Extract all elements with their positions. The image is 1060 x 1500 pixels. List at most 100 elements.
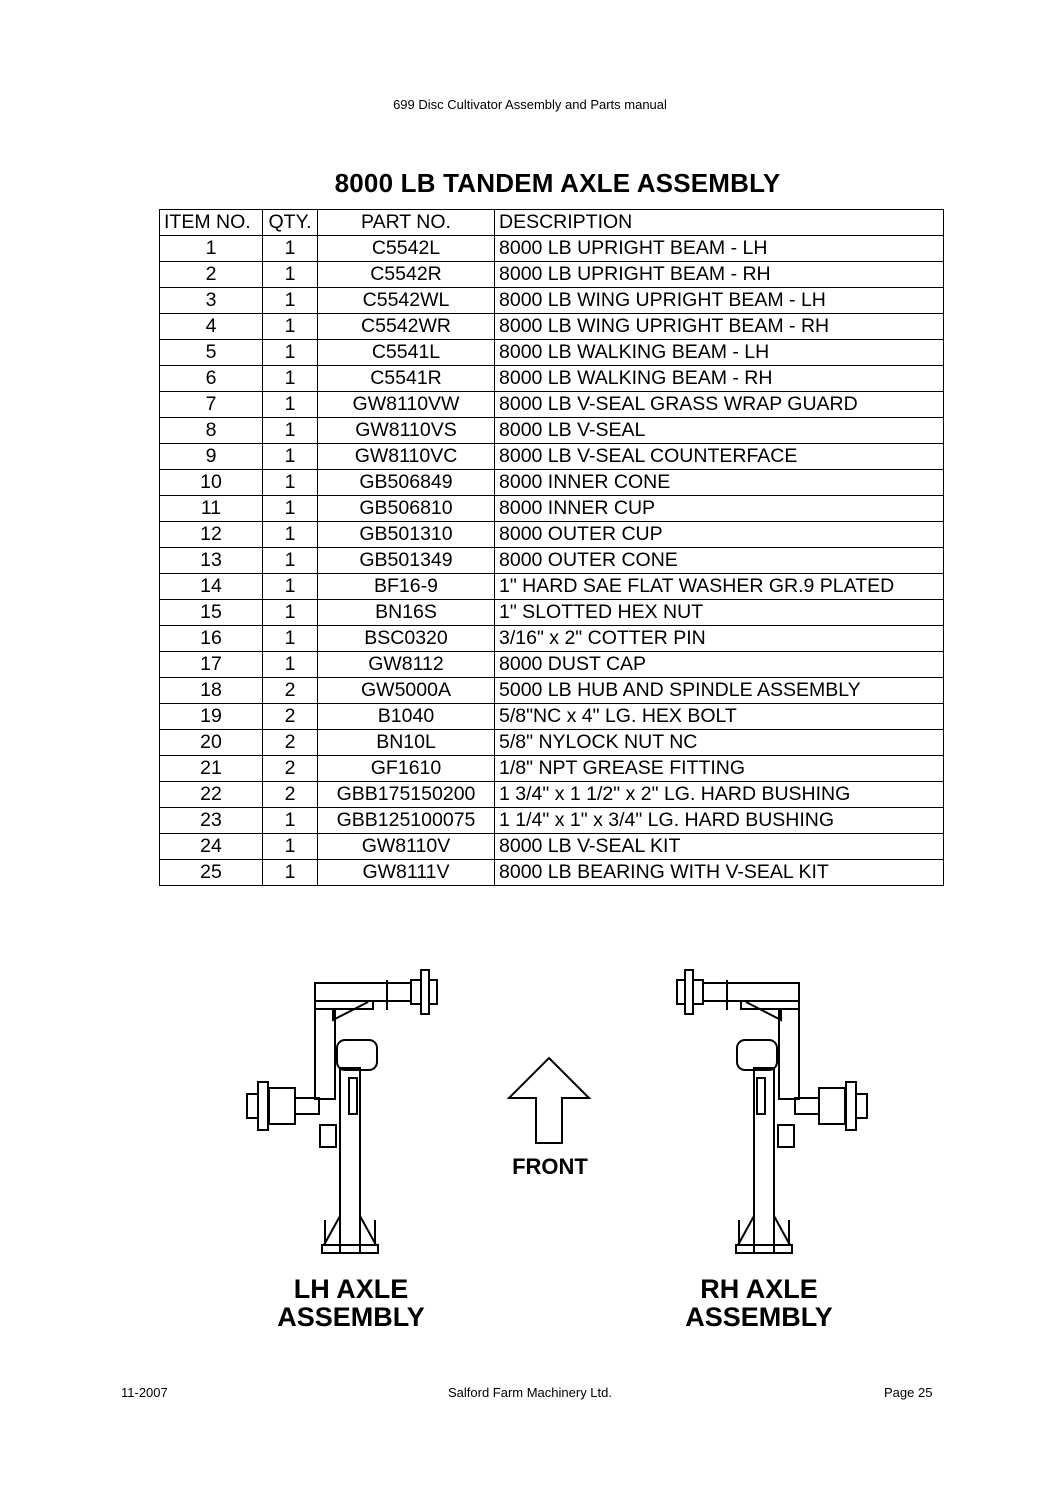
cell-part-no: BN16S	[317, 599, 495, 626]
cell-qty: 1	[262, 391, 318, 418]
cell-part-no: GB506849	[317, 469, 495, 496]
cell-description: 8000 LB WING UPRIGHT BEAM - RH	[494, 313, 944, 340]
page-title: 8000 LB TANDEM AXLE ASSEMBLY	[334, 168, 781, 198]
cell-qty: 1	[262, 625, 318, 652]
rh-axle-assembly-illustration	[676, 969, 868, 1254]
cell-qty: 1	[262, 261, 318, 288]
rh-label-line2: ASSEMBLY	[685, 1302, 833, 1332]
cell-description: 5/8" NYLOCK NUT NC	[494, 729, 944, 756]
cell-item-no: 13	[159, 547, 263, 574]
front-arrow-icon	[506, 1056, 592, 1144]
cell-qty: 2	[262, 755, 318, 782]
lh-axle-assembly-label: LH AXLE ASSEMBLY	[221, 1275, 481, 1331]
cell-qty: 1	[262, 599, 318, 626]
cell-item-no: 11	[159, 495, 263, 522]
cell-item-no: 19	[159, 703, 263, 730]
cell-part-no: GW5000A	[317, 677, 495, 704]
column-header-description: DESCRIPTION	[494, 209, 944, 236]
cell-item-no: 1	[159, 235, 263, 262]
cell-description: 3/16" x 2" COTTER PIN	[494, 625, 944, 652]
cell-description: 1/8" NPT GREASE FITTING	[494, 755, 944, 782]
cell-item-no: 4	[159, 313, 263, 340]
cell-item-no: 21	[159, 755, 263, 782]
footer-company: Salford Farm Machinery Ltd.	[447, 1385, 612, 1400]
cell-item-no: 16	[159, 625, 263, 652]
cell-item-no: 22	[159, 781, 263, 808]
cell-part-no: GW8110VC	[317, 443, 495, 470]
cell-qty: 2	[262, 703, 318, 730]
cell-item-no: 15	[159, 599, 263, 626]
column-header-part-no: PART NO.	[317, 209, 495, 236]
cell-item-no: 12	[159, 521, 263, 548]
cell-description: 1" SLOTTED HEX NUT	[494, 599, 944, 626]
table-header-row: ITEM NO. QTY. PART NO. DESCRIPTION	[159, 209, 944, 236]
cell-description: 8000 INNER CUP	[494, 495, 944, 522]
cell-description: 8000 LB V-SEAL KIT	[494, 833, 944, 860]
cell-description: 5/8"NC x 4" LG. HEX BOLT	[494, 703, 944, 730]
cell-description: 8000 LB WING UPRIGHT BEAM - LH	[494, 287, 944, 314]
cell-part-no: GW8110VS	[317, 417, 495, 444]
cell-part-no: GW8111V	[317, 859, 495, 886]
cell-part-no: GB506810	[317, 495, 495, 522]
footer-page-number: Page 25	[884, 1385, 933, 1400]
cell-description: 8000 LB UPRIGHT BEAM - RH	[494, 261, 944, 288]
cell-qty: 1	[262, 339, 318, 366]
lh-label-line1: LH AXLE	[293, 1274, 409, 1304]
cell-item-no: 6	[159, 365, 263, 392]
lh-axle-assembly-illustration	[246, 969, 438, 1254]
cell-part-no: C5542L	[317, 235, 495, 262]
cell-description: 8000 LB WALKING BEAM - RH	[494, 365, 944, 392]
cell-item-no: 10	[159, 469, 263, 496]
cell-item-no: 3	[159, 287, 263, 314]
cell-description: 8000 OUTER CUP	[494, 521, 944, 548]
cell-qty: 1	[262, 443, 318, 470]
cell-part-no: GB501349	[317, 547, 495, 574]
cell-item-no: 24	[159, 833, 263, 860]
cell-part-no: GBB175150200	[317, 781, 495, 808]
cell-description: 8000 LB WALKING BEAM - LH	[494, 339, 944, 366]
cell-qty: 1	[262, 547, 318, 574]
cell-qty: 2	[262, 677, 318, 704]
cell-part-no: C5542WR	[317, 313, 495, 340]
cell-qty: 1	[262, 313, 318, 340]
cell-part-no: C5542R	[317, 261, 495, 288]
axle-assembly-drawing	[246, 969, 868, 1254]
cell-description: 8000 LB BEARING WITH V-SEAL KIT	[494, 859, 944, 886]
cell-item-no: 8	[159, 417, 263, 444]
cell-item-no: 23	[159, 807, 263, 834]
cell-description: 1 1/4" x 1" x 3/4" LG. HARD BUSHING	[494, 807, 944, 834]
cell-part-no: C5541L	[317, 339, 495, 366]
cell-description: 8000 LB V-SEAL COUNTERFACE	[494, 443, 944, 470]
cell-part-no: C5541R	[317, 365, 495, 392]
cell-description: 8000 DUST CAP	[494, 651, 944, 678]
cell-description: 8000 LB V-SEAL	[494, 417, 944, 444]
cell-qty: 2	[262, 781, 318, 808]
front-label: FRONT	[512, 1154, 588, 1179]
cell-qty: 1	[262, 521, 318, 548]
cell-item-no: 5	[159, 339, 263, 366]
cell-qty: 1	[262, 235, 318, 262]
cell-qty: 1	[262, 417, 318, 444]
cell-qty: 1	[262, 651, 318, 678]
